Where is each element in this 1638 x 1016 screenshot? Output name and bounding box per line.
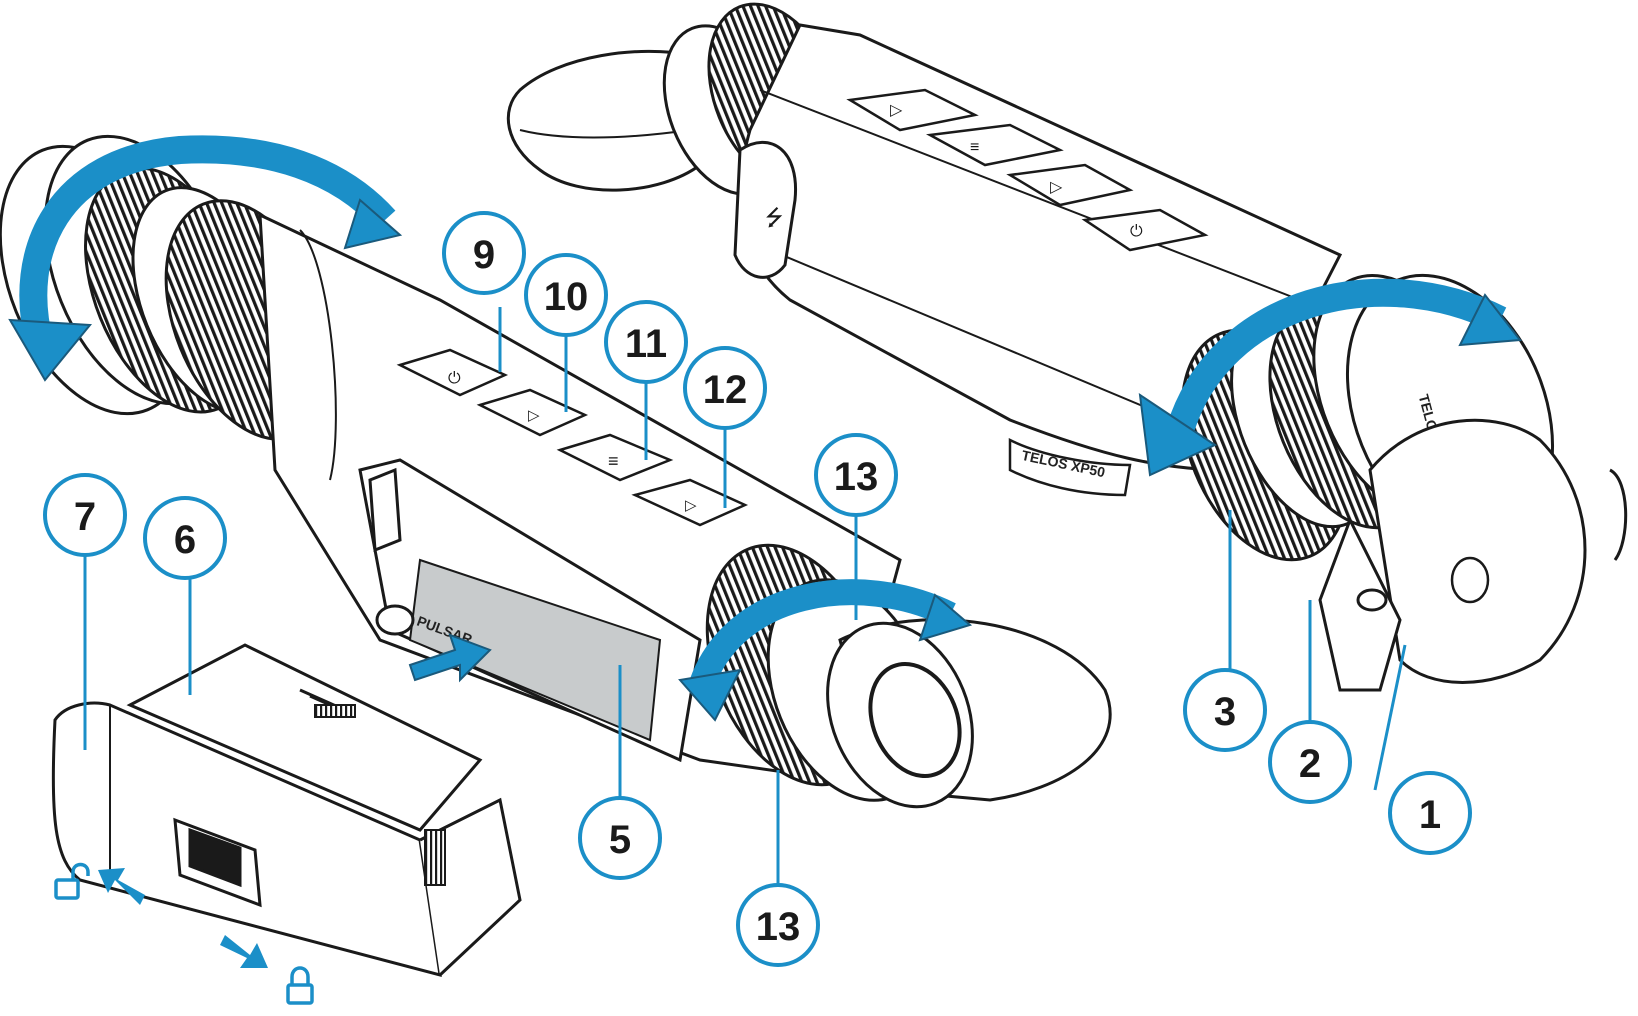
- callout-7: 7: [43, 473, 127, 557]
- svg-text:2: 2: [1299, 742, 1321, 786]
- svg-text:5: 5: [609, 818, 631, 862]
- battery-contacts: [314, 704, 356, 718]
- svg-text:13: 13: [756, 905, 801, 949]
- usb-port-cover: [733, 140, 798, 279]
- callout-3: 3: [1183, 668, 1267, 752]
- eyepiece-lens: [868, 661, 962, 779]
- callout-5: 5: [578, 796, 662, 880]
- menu-button: [556, 433, 674, 482]
- eyecup-right: [506, 49, 702, 192]
- usb-icon: ⭍: [765, 205, 783, 230]
- button-row-left: [396, 348, 749, 527]
- svg-text:▷: ▷: [685, 497, 697, 514]
- power-button: [396, 348, 509, 397]
- svg-text:⏻: ⏻: [1130, 223, 1143, 240]
- svg-text:1: 1: [1419, 793, 1441, 837]
- display-area: [408, 558, 662, 742]
- callout-9: 9: [442, 211, 526, 295]
- battery-assembly: [51, 643, 522, 978]
- power-icon: ⏻: [448, 370, 461, 387]
- callout-leaders: [83, 307, 1407, 885]
- rotation-arrow-right: [1138, 278, 1522, 477]
- lock-icon: [286, 966, 314, 1005]
- svg-text:7: 7: [74, 495, 96, 539]
- svg-text:▷: ▷: [1050, 179, 1063, 196]
- svg-text:6: 6: [174, 518, 196, 562]
- svg-text:11: 11: [625, 322, 667, 366]
- unlock-arrow: [98, 868, 145, 905]
- svg-text:▷: ▷: [890, 102, 903, 119]
- button-row-right: [846, 88, 1209, 252]
- svg-text:10: 10: [544, 275, 589, 319]
- battery-cover: [51, 701, 442, 978]
- lens-cap: [1368, 418, 1587, 684]
- menu-icon: ≡: [608, 451, 619, 471]
- rotation-arrow-left-eyepiece: [678, 579, 973, 722]
- up-button: [476, 388, 589, 437]
- svg-text:≡: ≡: [970, 139, 979, 156]
- callout-12: 12: [683, 346, 767, 430]
- callout-6: 6: [143, 496, 227, 580]
- callout-11: 11: [604, 300, 688, 384]
- rotation-arrow-left-objective: [8, 135, 403, 382]
- svg-text:9: 9: [473, 233, 495, 277]
- triangle-icon: ▷: [528, 407, 540, 424]
- lock-arrow: [220, 935, 268, 968]
- callout-1: 1: [1388, 771, 1472, 855]
- callout-13-top: 13: [814, 433, 898, 517]
- svg-text:12: 12: [703, 368, 748, 412]
- battery-pack: [126, 643, 483, 832]
- unlock-icon: [54, 862, 90, 900]
- insert-arrow: [408, 633, 492, 683]
- callout-2: 2: [1268, 720, 1352, 804]
- svg-text:13: 13: [834, 455, 879, 499]
- svg-text:3: 3: [1214, 690, 1236, 734]
- monocular-right: ⭍ ▷ ≡ ▷ ⏻ TELOS XP50 TELOS XP50: [506, 2, 1628, 692]
- callout-13-bottom: 13: [736, 883, 820, 967]
- callout-10: 10: [524, 253, 608, 337]
- down-button: [631, 478, 749, 527]
